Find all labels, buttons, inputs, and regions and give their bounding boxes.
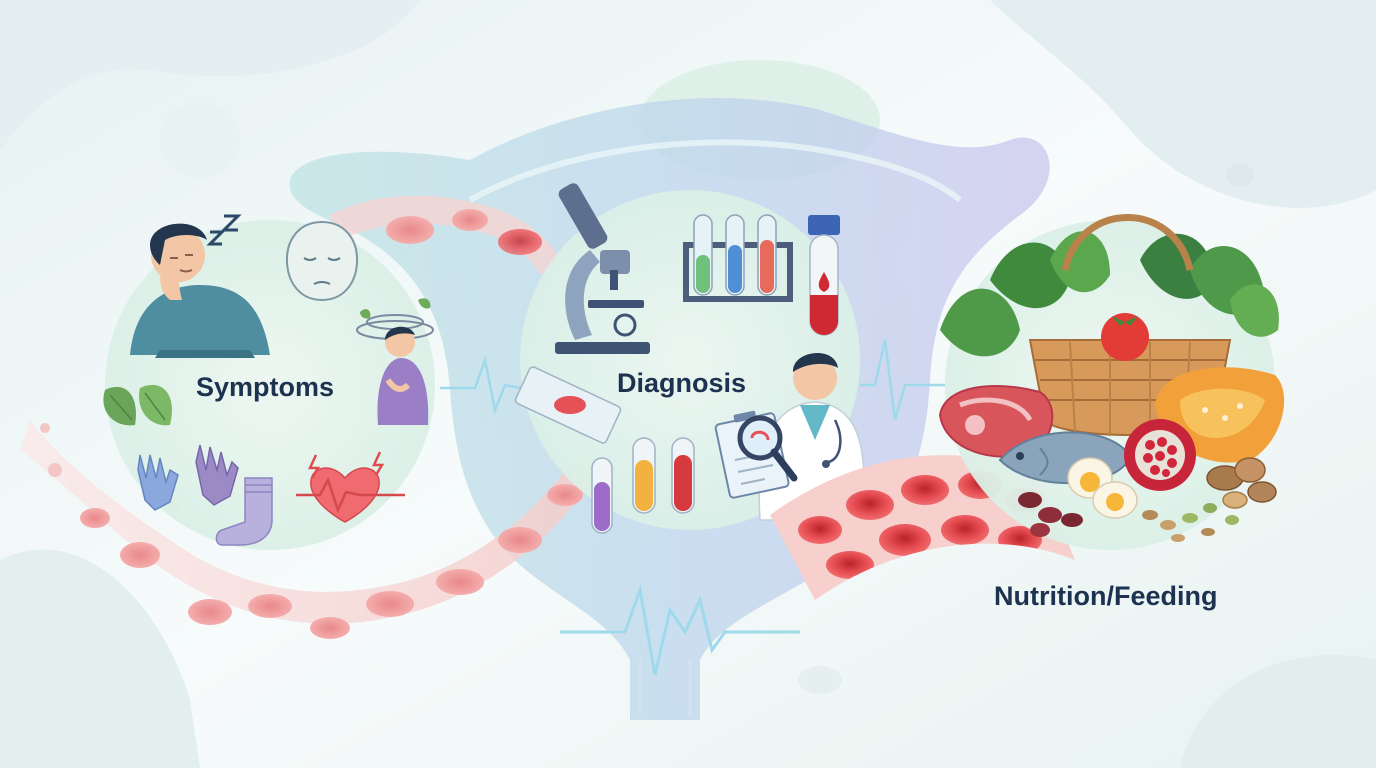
sleep-zzz-icon (206, 214, 242, 246)
test-tubes-icon (591, 437, 695, 534)
tomato-icon (1101, 313, 1149, 361)
diagnosis-panel (514, 183, 865, 534)
sock-icon (215, 477, 273, 546)
symptoms-label: Symptoms (196, 372, 335, 402)
microscope-icon (555, 183, 650, 354)
symptoms-panel (103, 214, 435, 550)
dizzy-person-icon (356, 298, 434, 425)
ecg-pulse-lines (440, 339, 945, 676)
red-blood-cells-light (40, 209, 583, 639)
nutrition-panel (938, 214, 1285, 550)
blood-vessel (20, 195, 600, 639)
beans-icon (1018, 492, 1083, 537)
seeds-icon (1142, 503, 1239, 542)
magnifier-icon (737, 415, 798, 482)
pale-face-icon (285, 220, 359, 302)
blood-vial-icon (808, 215, 840, 336)
steak-icon (938, 384, 1054, 458)
eggs-icon (1067, 457, 1138, 519)
leafy-greens-icon (940, 231, 1279, 357)
nuts-icon (1206, 457, 1277, 509)
nutrition-label: Nutrition/Feeding (994, 581, 1218, 611)
tired-person-icon (130, 223, 270, 358)
pomegranate-icon (1124, 419, 1196, 491)
diagnosis-label: Diagnosis (617, 368, 747, 398)
microscope-slide-icon (514, 366, 622, 444)
test-tube-rack-icon (683, 214, 793, 302)
gloves-icon (137, 444, 239, 511)
heart-pulse-icon (296, 451, 405, 523)
leaves-icon (103, 384, 172, 426)
